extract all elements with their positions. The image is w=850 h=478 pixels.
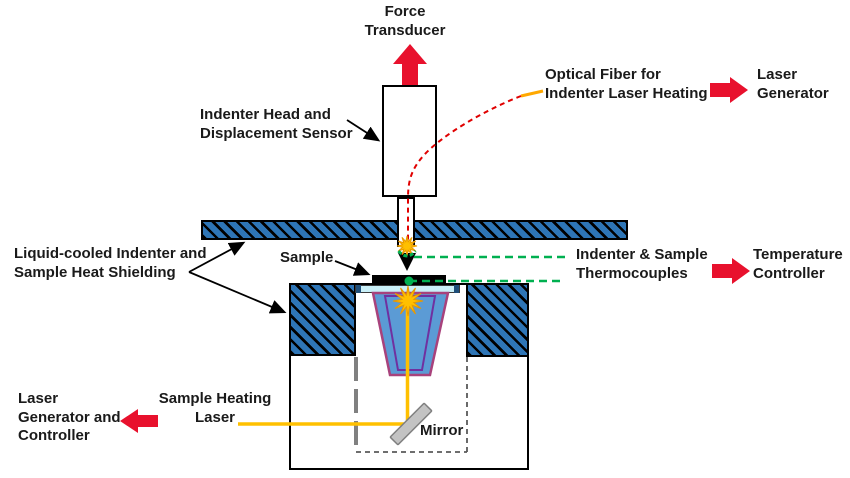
temperature-controller-line2: Controller	[753, 264, 825, 282]
optical-fiber-line1: Optical Fiber for	[545, 66, 661, 83]
indenter-head-box	[382, 85, 437, 197]
force-transducer-line2: Transducer	[364, 21, 446, 39]
temperature-controller-arrow	[712, 258, 750, 284]
indenter-thermocouple-junction	[397, 249, 417, 258]
mirror-label-text: Mirror	[420, 422, 464, 439]
sample-heating-laser-line1: Sample Heating	[158, 390, 272, 407]
mirror-label: Mirror	[420, 422, 463, 441]
laser-generator-controller-arrow	[120, 409, 158, 433]
thermocouples-label: Indenter & Sample Thermocouples	[576, 246, 708, 283]
liquid-cooled-shielding-label: Liquid-cooled Indenter and Sample Heat S…	[14, 245, 207, 282]
plate-left-tab	[356, 285, 361, 293]
sample-pointer-arrow	[334, 260, 371, 276]
temperature-controller-label: Temperature Controller	[753, 246, 843, 283]
liquid-cooled-line1: Liquid-cooled Indenter and	[14, 245, 207, 262]
force-transducer-line1: Force	[384, 3, 426, 20]
optical-fiber-label: Optical Fiber for Indenter Laser Heating	[545, 66, 708, 103]
thermocouples-line2: Thermocouples	[576, 264, 688, 282]
laser-gen-ctrl-line3: Controller	[18, 427, 90, 444]
sample-heating-laser-line2: Laser	[194, 408, 236, 426]
indenter-head-line1: Indenter Head and	[200, 106, 331, 123]
optical-fiber-line2: Indenter Laser Heating	[545, 84, 708, 102]
indenter-head-label: Indenter Head and Displacement Sensor	[200, 106, 353, 143]
sample-heat-shield-right-block	[466, 283, 529, 357]
sample-heating-laser-label: Sample Heating Laser	[158, 390, 272, 427]
cooling-plate	[355, 285, 460, 293]
laser-generator-line2: Generator	[757, 84, 829, 102]
indenter-tip	[398, 253, 416, 271]
thermocouples-line1: Indenter & Sample	[576, 246, 708, 263]
laser-generator-line1: Laser	[757, 66, 798, 83]
laser-generator-controller-label: Laser Generator and Controller	[18, 390, 121, 446]
sample-heat-shield-left-block	[289, 283, 356, 356]
indenter-head-line2: Displacement Sensor	[200, 124, 353, 142]
liquid-cooled-line2: Sample Heat Shielding	[14, 263, 176, 281]
temperature-controller-line1: Temperature	[753, 246, 843, 263]
laser-generator-label: Laser Generator	[757, 66, 829, 103]
sample-bar	[372, 275, 446, 285]
laser-gen-ctrl-line2: Generator and	[18, 408, 121, 426]
sample-label-text: Sample	[280, 249, 334, 266]
force-transducer-label: Force Transducer	[330, 3, 480, 40]
optical-fiber-solid-segment	[520, 89, 544, 98]
sample-label: Sample	[280, 249, 333, 268]
indenter-shaft	[397, 197, 415, 247]
plate-right-tab	[454, 285, 459, 293]
force-transducer-arrow	[393, 44, 427, 85]
laser-generator-arrow	[710, 77, 748, 103]
laser-gen-ctrl-line1: Laser	[18, 390, 59, 407]
